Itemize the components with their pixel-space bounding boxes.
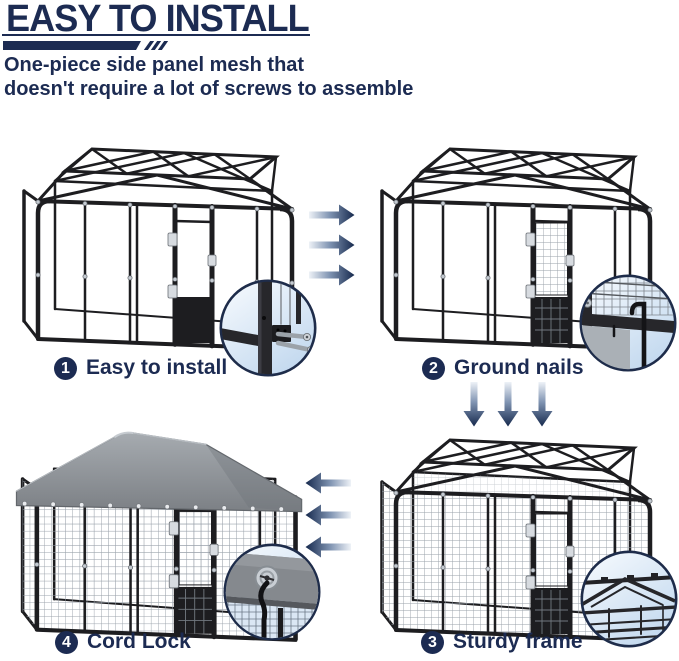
step-4-number-badge: 4 [55,630,78,654]
cord-lock-detail-icon [222,542,322,642]
step-3-label: 3 Sturdy frame [421,630,583,654]
arrow-left-icon [305,535,351,559]
corner-pin-connector-detail-icon [218,278,318,378]
step-4-text: Cord Lock [87,630,191,653]
step-4-label: 4 Cord Lock [55,630,191,654]
subtitle: One-piece side panel mesh that doesn't r… [4,53,413,101]
kennel-full-mesh-illustration [368,428,658,646]
arrow-right-icon [309,203,355,227]
roof-truss-detail-icon [579,549,679,649]
page-title: EASY TO INSTALL [6,0,310,40]
subtitle-line-2: doesn't require a lot of screws to assem… [4,78,414,100]
step-1-label: 1 Easy to install [54,356,227,380]
step-3-number-badge: 3 [421,630,444,654]
arrow-right-icon [309,263,355,287]
arrow-down-icon [530,382,554,427]
decorative-bar [3,41,141,50]
arrow-down-icon [462,382,486,427]
arrow-right-icon [309,233,355,257]
arrow-left-icon [305,471,351,495]
step-2-text: Ground nails [454,356,584,379]
arrow-down-icon [496,382,520,427]
step-2-number-badge: 2 [422,356,445,380]
step-1-number-badge: 1 [54,356,77,380]
arrow-left-icon [305,503,351,527]
step-1-text: Easy to install [86,356,228,379]
step-2-label: 2 Ground nails [422,356,584,380]
step-3-text: Sturdy frame [453,630,583,653]
title-underline [2,34,310,36]
ground-nail-detail-icon [578,273,678,373]
subtitle-line-1: One-piece side panel mesh that [4,54,305,76]
